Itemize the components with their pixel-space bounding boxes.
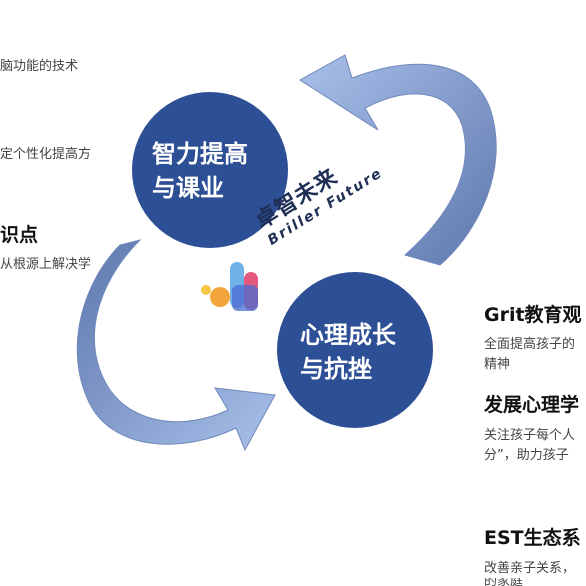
top-circle [132,92,288,248]
left-text-3: 从根源上解决学 [0,257,92,272]
bottom-circle-line1: 心理成长 [300,321,396,349]
left-text-1: 脑功能的技术 [0,59,79,74]
bottom-circle-label: 心理成长 与抗挫 [300,318,396,386]
section-grit-line2: 精神 [484,357,511,372]
section-est-line2: 的家庭 [484,578,524,586]
section-est-title: EST生态系 [484,527,581,549]
top-circle-label: 智力提高 与课业 [152,137,248,205]
top-circle-line1: 智力提高 [152,140,248,168]
section-grit-line1: 全面提高孩子的 [484,337,576,352]
top-circle-line2: 与课业 [152,174,224,202]
section-psych-line1: 关注孩子每个人 [484,428,576,443]
bottom-curved-arrow [76,239,276,452]
top-curved-arrow [299,54,497,266]
section-est-line1: 改善亲子关系， [484,561,576,576]
section-grit-title: Grit教育观 [484,304,582,326]
bottom-circle-line2: 与抗挫 [300,355,372,383]
left-text-2: 定个性化提高方 [0,147,92,162]
brand-logo-icon [201,262,258,311]
section-psych-line2: 分”，助力孩子 [484,448,569,463]
section-psych-title: 发展心理学 [484,394,580,416]
left-heading: 识点 [0,224,39,246]
bottom-circle [277,272,433,428]
